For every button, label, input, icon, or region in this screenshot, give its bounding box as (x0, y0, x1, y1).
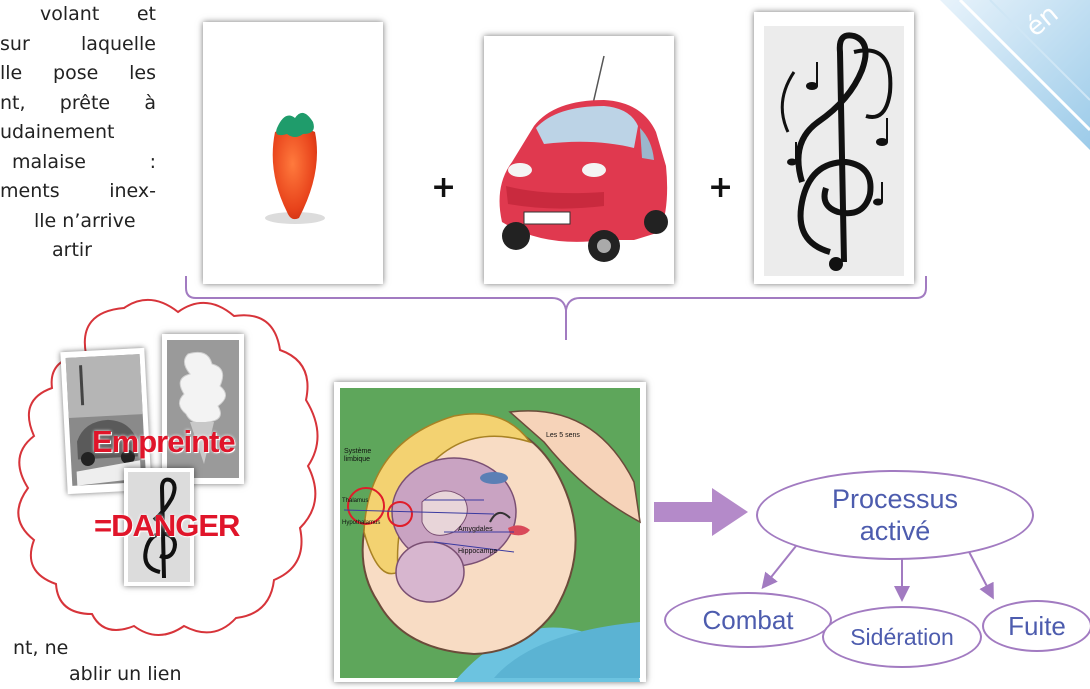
thalamus-label: Thalamus (342, 498, 368, 504)
body-line: lle n’arrive (0, 207, 156, 237)
music-note-image (754, 12, 914, 284)
body-line: ablir un lien (0, 660, 200, 689)
plus-sign: + (431, 170, 456, 205)
limbic-label: Système limbique (344, 448, 384, 464)
body-line: ments inex- (0, 177, 156, 207)
music-card (754, 12, 914, 284)
hypothalamus-label: Hypothalamus (342, 520, 380, 526)
body-line: malaise : (0, 148, 156, 178)
body-line: nt, prête à (0, 89, 156, 119)
body-text-top: volant et sur laquelle lle pose les nt, … (0, 0, 156, 266)
icecream-photo-icon (162, 334, 244, 484)
body-line: lle pose les (0, 59, 156, 89)
combat-node: Combat (664, 592, 832, 648)
hippocampus-label: Hippocampe (458, 548, 497, 555)
brain-illustration-card: Les 5 sens Système limbique Thalamus Hyp… (334, 382, 646, 682)
fuite-label: Fuite (1008, 611, 1066, 642)
sideration-node: Sidération (822, 606, 982, 668)
amygdala-label: Amygdales (458, 526, 493, 533)
corner-ribbon (920, 0, 1090, 170)
senses-label: Les 5 sens (546, 432, 580, 439)
process-label-line2: activé (832, 515, 958, 547)
combat-label: Combat (702, 605, 793, 636)
process-node: Processus activé (756, 470, 1034, 560)
right-arrow-icon (652, 486, 752, 538)
strawberry-image (203, 22, 383, 284)
imprint-label: Empreinte (92, 424, 235, 460)
sideration-label: Sidération (850, 624, 954, 651)
fuite-node: Fuite (982, 600, 1090, 652)
process-label-line1: Processus (832, 483, 958, 515)
strawberry-card (203, 22, 383, 284)
memory-photo-icecream (162, 334, 244, 484)
plus-sign: + (708, 170, 733, 205)
body-line: sur laquelle (0, 30, 156, 60)
danger-label: =DANGER (94, 508, 239, 544)
car-image (484, 36, 674, 284)
body-line: volant et (0, 0, 156, 30)
car-card (484, 36, 674, 284)
body-line: artir (0, 236, 156, 266)
body-line: udainement (0, 118, 156, 148)
